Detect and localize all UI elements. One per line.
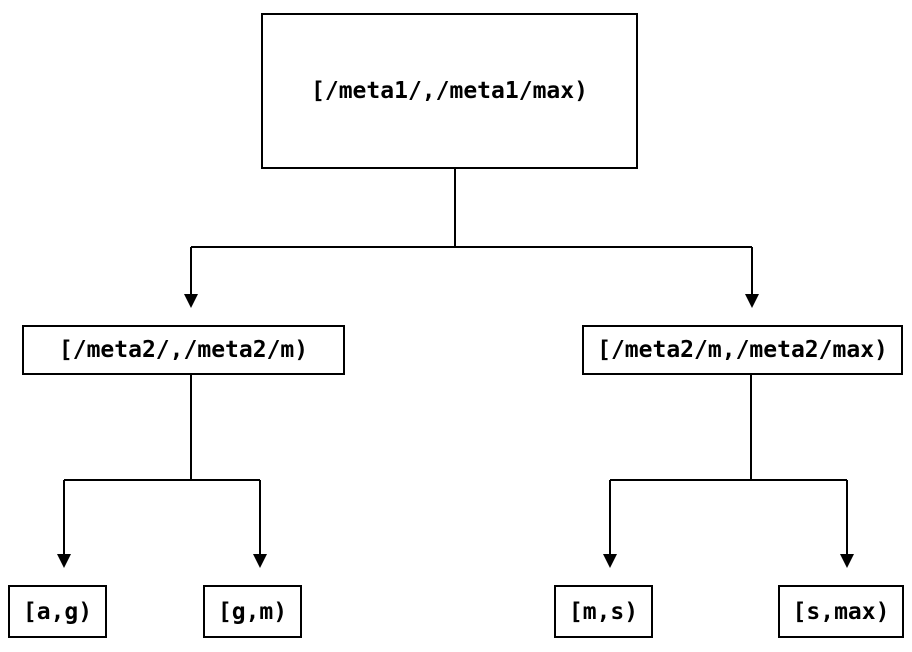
arrowhead-right: [745, 294, 759, 308]
node-leaf-gm: [g,m): [203, 585, 302, 638]
edge-root-children: [190, 169, 753, 294]
node-leaf-smax-label: [s,max): [792, 598, 890, 625]
arrowhead-leaf3: [603, 554, 617, 568]
edge-left-children: [63, 375, 261, 554]
node-left-subtree: [/meta2/,/meta2/m): [22, 325, 345, 375]
node-leaf-ag-label: [a,g): [22, 598, 93, 625]
node-right-subtree: [/meta2/m,/meta2/max): [582, 325, 903, 375]
arrowhead-leaf1: [57, 554, 71, 568]
arrowhead-leaf4: [840, 554, 854, 568]
node-leaf-smax: [s,max): [778, 585, 904, 638]
node-root-label: [/meta1/,/meta1/max): [311, 78, 588, 104]
node-root: [/meta1/,/meta1/max): [261, 13, 638, 169]
node-left-label: [/meta2/,/meta2/m): [58, 337, 309, 363]
arrowhead-left: [184, 294, 198, 308]
edge-right-children: [609, 375, 848, 554]
node-leaf-ms: [m,s): [554, 585, 653, 638]
arrowhead-leaf2: [253, 554, 267, 568]
node-right-label: [/meta2/m,/meta2/max): [597, 337, 888, 363]
node-leaf-ms-label: [m,s): [568, 598, 639, 625]
node-leaf-gm-label: [g,m): [217, 598, 288, 625]
node-leaf-ag: [a,g): [8, 585, 107, 638]
